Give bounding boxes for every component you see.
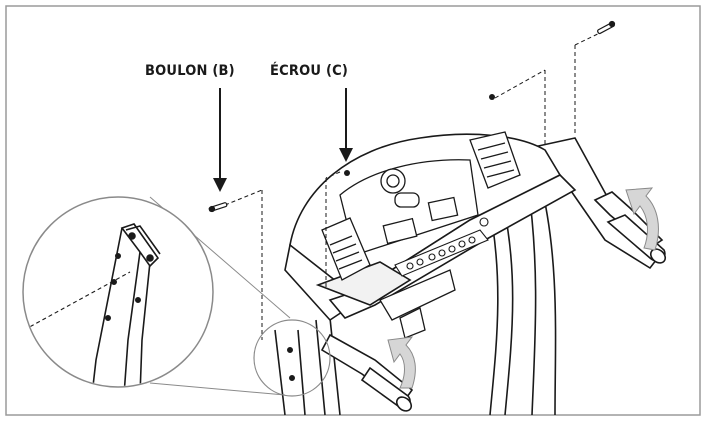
- left-handlebar: [320, 333, 414, 412]
- nut-icon: [489, 94, 495, 100]
- nut-icon: [344, 170, 350, 176]
- bolt-icon: [208, 202, 228, 213]
- diagram-frame: [5, 5, 701, 416]
- arrow-down-icon: [339, 88, 353, 162]
- rotate-up-arrow-icon: [387, 336, 416, 389]
- detail-magnified-view: [22, 196, 214, 388]
- console-right-side: [469, 131, 521, 189]
- rotate-up-arrow-icon: [625, 187, 659, 251]
- bolt-label: BOULON (B): [145, 63, 235, 79]
- arrow-down-icon: [213, 88, 227, 192]
- console-display: [339, 159, 479, 256]
- zoom-target-circle: [253, 319, 331, 397]
- console-buttons: [394, 217, 489, 277]
- bolt-icon: [597, 20, 616, 35]
- console-handle: [379, 269, 456, 339]
- left-upright-post: [274, 317, 341, 416]
- console-left-side: [321, 217, 371, 281]
- alignment-lines: [224, 27, 611, 340]
- nut-label: ÉCROU (C): [270, 63, 349, 79]
